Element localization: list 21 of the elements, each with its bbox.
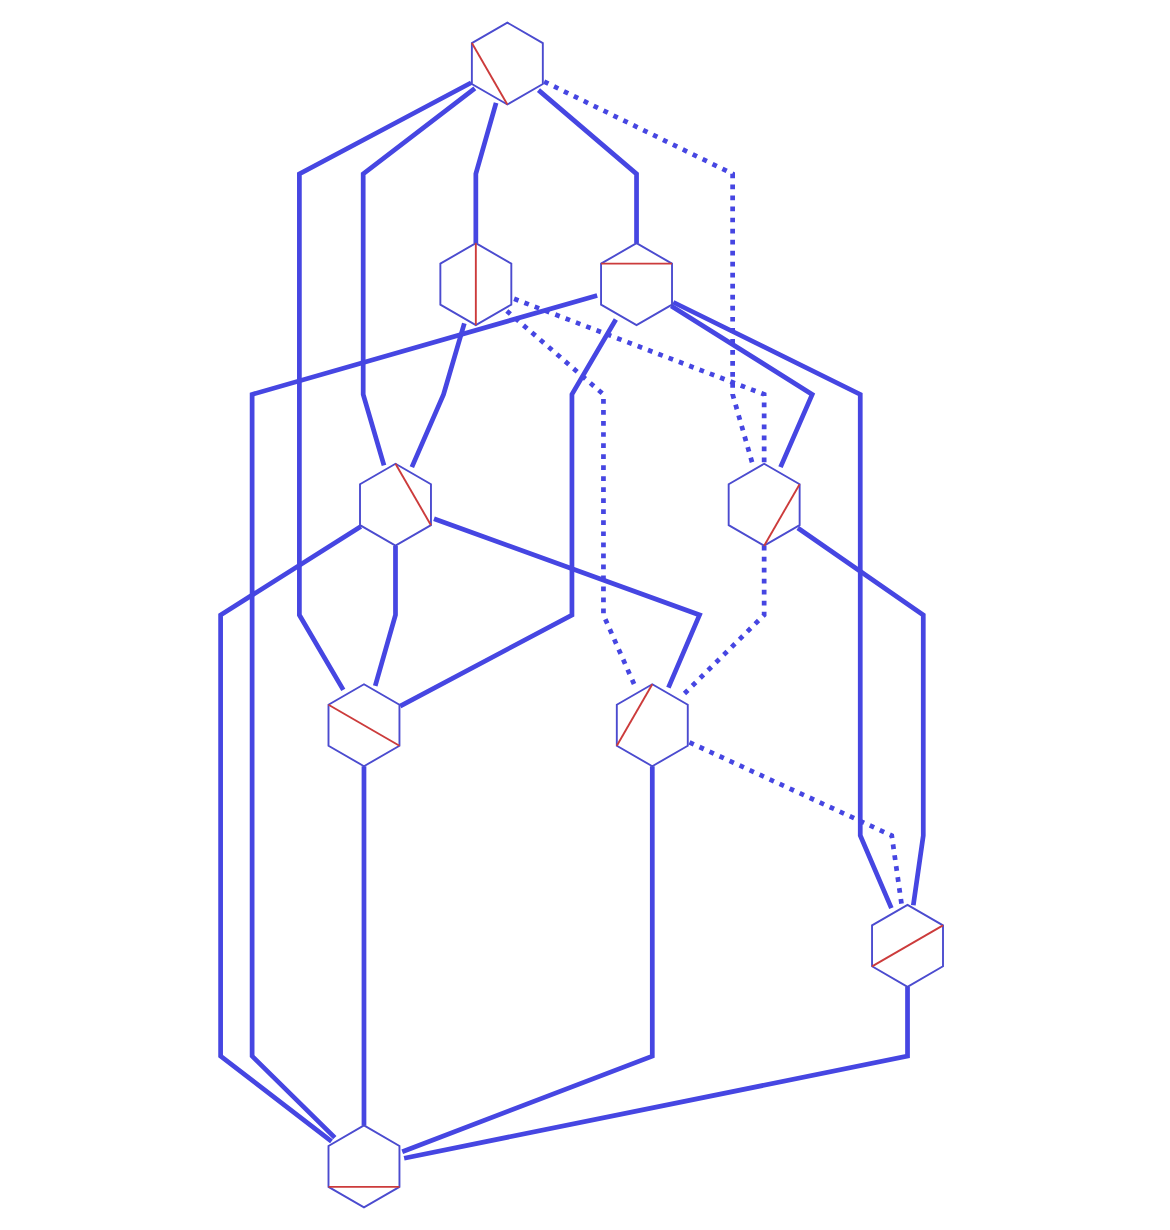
connector [433,516,704,689]
connector [688,740,905,906]
connector [543,79,756,466]
connector [373,545,399,687]
connector [505,309,639,689]
connector [796,526,927,906]
connector [680,545,767,699]
connector [513,296,767,464]
connector [218,524,363,1144]
connector [361,86,477,467]
connector [670,303,816,469]
connector [401,766,656,1154]
connector [297,80,473,692]
connector [473,102,499,244]
connector [410,322,468,469]
connector [362,766,367,1126]
connector [250,293,599,1140]
connector [672,300,894,910]
connector [537,88,640,244]
connector [404,986,911,1161]
connector [399,318,619,709]
